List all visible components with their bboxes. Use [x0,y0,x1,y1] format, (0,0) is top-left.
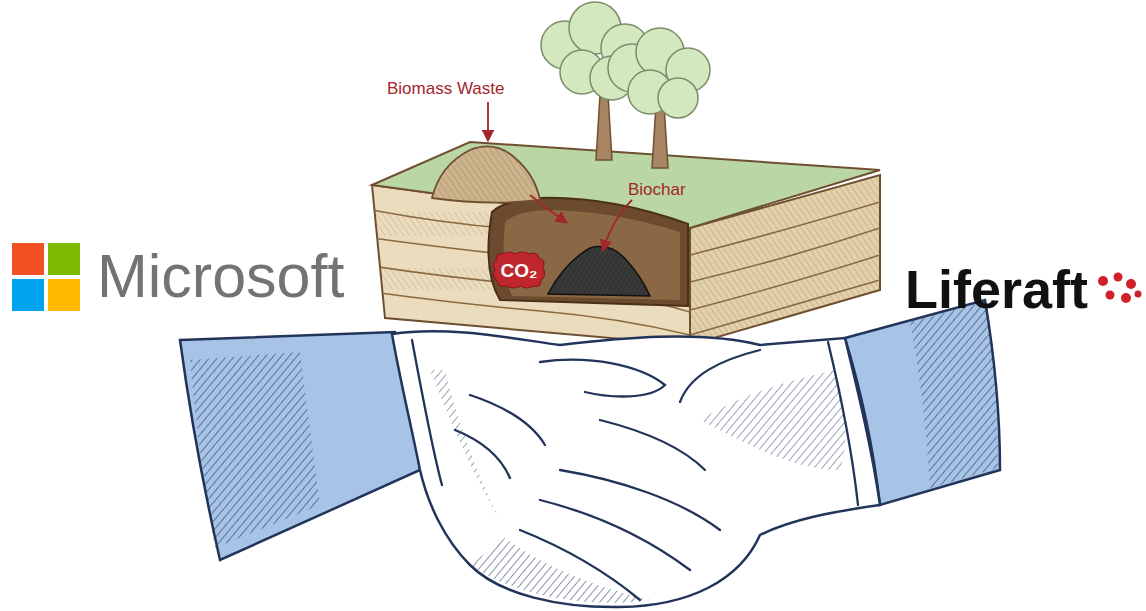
sleeve-shade [910,302,998,488]
pointer-arrow [530,195,566,222]
liferaft-dots [1098,273,1142,304]
handshake [180,300,1000,607]
soil-block [372,142,880,350]
badge-text: CO₂ [501,261,538,280]
annotation-label: Biomass Waste [387,80,504,97]
trees [541,2,710,168]
biochar-pile [548,247,650,296]
hand-lines [412,340,858,600]
pile-shade [432,146,540,202]
logo-square [12,279,44,311]
brand-name: Microsoft [97,246,344,307]
soil-strata [372,210,692,335]
palm-line [600,420,705,470]
pile-mound [432,146,540,202]
pointer-arrow [487,102,489,140]
pointer-arrow [603,200,632,250]
sleeve-shade [190,352,320,548]
finger-line [540,500,690,570]
tree-trunk [596,95,612,160]
cuff-line [828,342,858,505]
co2-badge: CO₂ [491,250,547,290]
tree-crown [541,2,710,118]
cuff-line [412,340,442,485]
left-sleeve [180,332,420,560]
annotation-label: Biochar [628,181,686,198]
finger-line [560,470,720,530]
biochar-shade [548,247,650,296]
logo-dot [1126,279,1136,289]
badge-shape [493,252,544,288]
cavity [488,198,688,306]
brand-name: Liferaft [905,262,1088,316]
logo-square [48,279,80,311]
logo-dot [1121,293,1131,303]
badge-body: CO₂ [491,250,547,290]
logo-dot [1106,291,1115,300]
thumb-line [540,360,665,397]
hand-shade [700,370,845,470]
finger-line [455,430,510,478]
logo-square [48,243,80,275]
biomass-pile [432,146,540,202]
hand-shade [430,370,500,520]
microsoft-logo [12,243,80,311]
block-front-face [372,185,690,345]
finger-line [520,530,640,600]
clasped-hands [392,331,880,607]
crown-lobe [658,78,698,118]
logo-square [12,243,44,275]
logo-dot [1114,273,1123,282]
annotation-arrows [488,102,632,250]
finger-line [470,395,545,445]
thumb-line [680,350,760,402]
logo-dot [1098,276,1108,286]
logo-dot [1135,291,1142,298]
